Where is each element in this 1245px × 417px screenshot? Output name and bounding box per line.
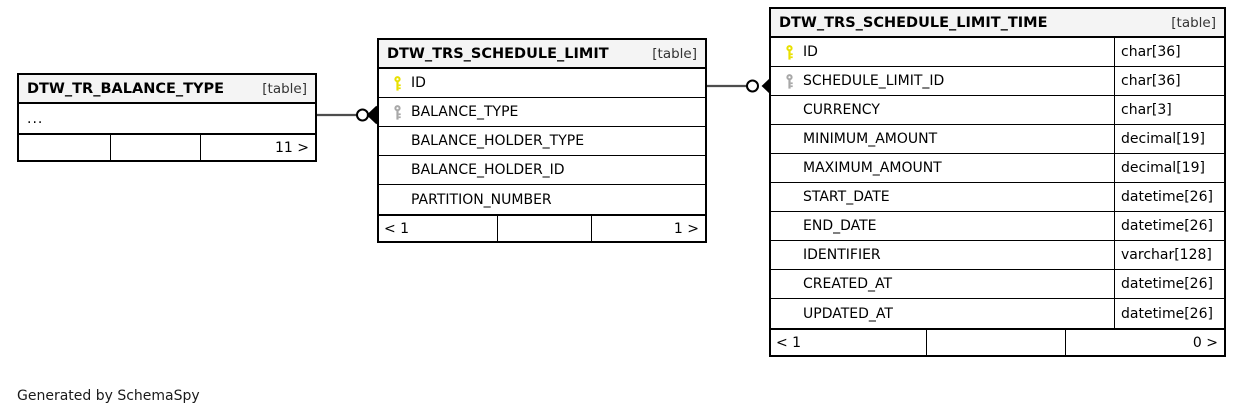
generated-by-caption: Generated by SchemaSpy <box>17 388 200 404</box>
table-row[interactable]: MINIMUM_AMOUNT decimal[19] <box>771 125 1224 154</box>
table-row[interactable]: MAXIMUM_AMOUNT decimal[19] <box>771 154 1224 183</box>
footer-prev-count[interactable]: < 1 <box>384 220 410 237</box>
zero-cardinality-circle <box>356 108 369 122</box>
column-name-cell: ID <box>379 69 705 97</box>
column-name: ID <box>411 75 426 91</box>
column-name: UPDATED_AT <box>803 305 893 322</box>
table-row[interactable]: ID char[36] <box>771 38 1224 67</box>
table-row[interactable]: PARTITION_NUMBER <box>379 185 705 214</box>
column-type: datetime[26] <box>1114 212 1224 240</box>
table-kind-label: [table] <box>652 45 697 62</box>
column-name-cell: ... <box>19 104 315 133</box>
footer-prev-count[interactable] <box>19 135 110 160</box>
column-name-cell: SCHEDULE_LIMIT_ID <box>771 67 1114 95</box>
primary-key-icon <box>385 75 409 91</box>
column-name-cell: MINIMUM_AMOUNT <box>771 125 1114 153</box>
column-name-cell: IDENTIFIER <box>771 241 1114 269</box>
column-name-cell: BALANCE_HOLDER_TYPE <box>379 127 705 155</box>
column-type: char[36] <box>1114 67 1224 95</box>
table-row[interactable]: START_DATE datetime[26] <box>771 183 1224 212</box>
table-columns: ID char[36] SCHEDULE_LIMIT <box>771 38 1224 328</box>
footer-middle-cell <box>110 135 201 160</box>
table-footer-nav: < 1 0 > <box>771 328 1224 355</box>
relationship-schedule-limit-to-limit-time <box>707 76 773 96</box>
table-row[interactable]: CURRENCY char[3] <box>771 96 1224 125</box>
column-name-cell: END_DATE <box>771 212 1114 240</box>
column-name-cell: CREATED_AT <box>771 270 1114 298</box>
column-name-cell: BALANCE_HOLDER_ID <box>379 156 705 184</box>
zero-cardinality-circle <box>746 79 759 93</box>
table-row[interactable]: CREATED_AT datetime[26] <box>771 270 1224 299</box>
column-name: CURRENCY <box>803 102 880 118</box>
footer-next-count[interactable]: 11 > <box>275 139 309 156</box>
column-type: datetime[26] <box>1114 270 1224 298</box>
column-name: ID <box>803 44 818 60</box>
column-name: PARTITION_NUMBER <box>411 191 552 208</box>
column-type: char[3] <box>1114 96 1224 124</box>
table-columns: ID BALANCE_TYPE <box>379 69 705 214</box>
column-name-cell: START_DATE <box>771 183 1114 211</box>
column-name: BALANCE_TYPE <box>411 104 519 120</box>
column-name-cell: CURRENCY <box>771 96 1114 124</box>
column-name-cell: PARTITION_NUMBER <box>379 185 705 214</box>
table-row[interactable]: BALANCE_TYPE <box>379 98 705 127</box>
table-footer-nav: < 1 1 > <box>379 214 705 241</box>
foreign-key-icon <box>385 104 409 120</box>
footer-next-count[interactable]: 1 > <box>673 220 699 237</box>
table-box-dtw-tr-balance-type[interactable]: DTW_TR_BALANCE_TYPE [table] ... 11 > <box>17 73 317 162</box>
column-name: SCHEDULE_LIMIT_ID <box>803 73 945 89</box>
column-name: START_DATE <box>803 189 890 205</box>
table-row[interactable]: UPDATED_AT datetime[26] <box>771 299 1224 328</box>
table-kind-label: [table] <box>1171 14 1216 31</box>
table-header: DTW_TRS_SCHEDULE_LIMIT [table] <box>379 40 705 69</box>
column-name: BALANCE_HOLDER_TYPE <box>411 133 585 149</box>
table-header: DTW_TR_BALANCE_TYPE [table] <box>19 75 315 104</box>
column-name: MINIMUM_AMOUNT <box>803 131 938 147</box>
column-name-cell: ID <box>771 38 1114 66</box>
table-header: DTW_TRS_SCHEDULE_LIMIT_TIME [table] <box>771 9 1224 38</box>
column-name: MAXIMUM_AMOUNT <box>803 160 942 176</box>
column-name-cell: UPDATED_AT <box>771 299 1114 328</box>
table-title: DTW_TR_BALANCE_TYPE <box>27 80 225 97</box>
column-type: char[36] <box>1114 38 1224 66</box>
footer-middle-cell <box>497 216 592 241</box>
column-name: BALANCE_HOLDER_ID <box>411 162 565 178</box>
table-row[interactable]: IDENTIFIER varchar[128] <box>771 241 1224 270</box>
column-type: decimal[19] <box>1114 154 1224 182</box>
table-row[interactable]: ID <box>379 69 705 98</box>
table-kind-label: [table] <box>262 80 307 97</box>
column-name: IDENTIFIER <box>803 247 881 263</box>
foreign-key-icon <box>777 73 801 89</box>
footer-middle-cell <box>926 330 1066 355</box>
column-name: CREATED_AT <box>803 276 893 292</box>
table-title: DTW_TRS_SCHEDULE_LIMIT_TIME <box>779 14 1048 31</box>
table-box-dtw-trs-schedule-limit[interactable]: DTW_TRS_SCHEDULE_LIMIT [table] ID <box>377 38 707 243</box>
table-row[interactable]: BALANCE_HOLDER_ID <box>379 156 705 185</box>
table-box-dtw-trs-schedule-limit-time[interactable]: DTW_TRS_SCHEDULE_LIMIT_TIME [table] <box>769 7 1226 357</box>
column-type: datetime[26] <box>1114 183 1224 211</box>
table-columns: ... <box>19 104 315 133</box>
table-row-truncated: ... <box>19 104 315 133</box>
column-name-cell: BALANCE_TYPE <box>379 98 705 126</box>
column-type: varchar[128] <box>1114 241 1224 269</box>
column-name: END_DATE <box>803 218 877 234</box>
crowsfoot-many-marker <box>366 105 378 125</box>
column-type: decimal[19] <box>1114 125 1224 153</box>
table-title: DTW_TRS_SCHEDULE_LIMIT <box>387 45 609 62</box>
relationship-balance-type-to-schedule-limit <box>317 105 378 125</box>
primary-key-icon <box>777 44 801 60</box>
table-row[interactable]: SCHEDULE_LIMIT_ID char[36] <box>771 67 1224 96</box>
footer-prev-count[interactable]: < 1 <box>776 334 802 351</box>
table-row[interactable]: BALANCE_HOLDER_TYPE <box>379 127 705 156</box>
column-name-cell: MAXIMUM_AMOUNT <box>771 154 1114 182</box>
truncated-columns-ellipsis: ... <box>27 110 44 127</box>
table-footer-nav: 11 > <box>19 133 315 160</box>
footer-next-count[interactable]: 0 > <box>1192 334 1218 351</box>
table-row[interactable]: END_DATE datetime[26] <box>771 212 1224 241</box>
column-type: datetime[26] <box>1114 299 1224 328</box>
